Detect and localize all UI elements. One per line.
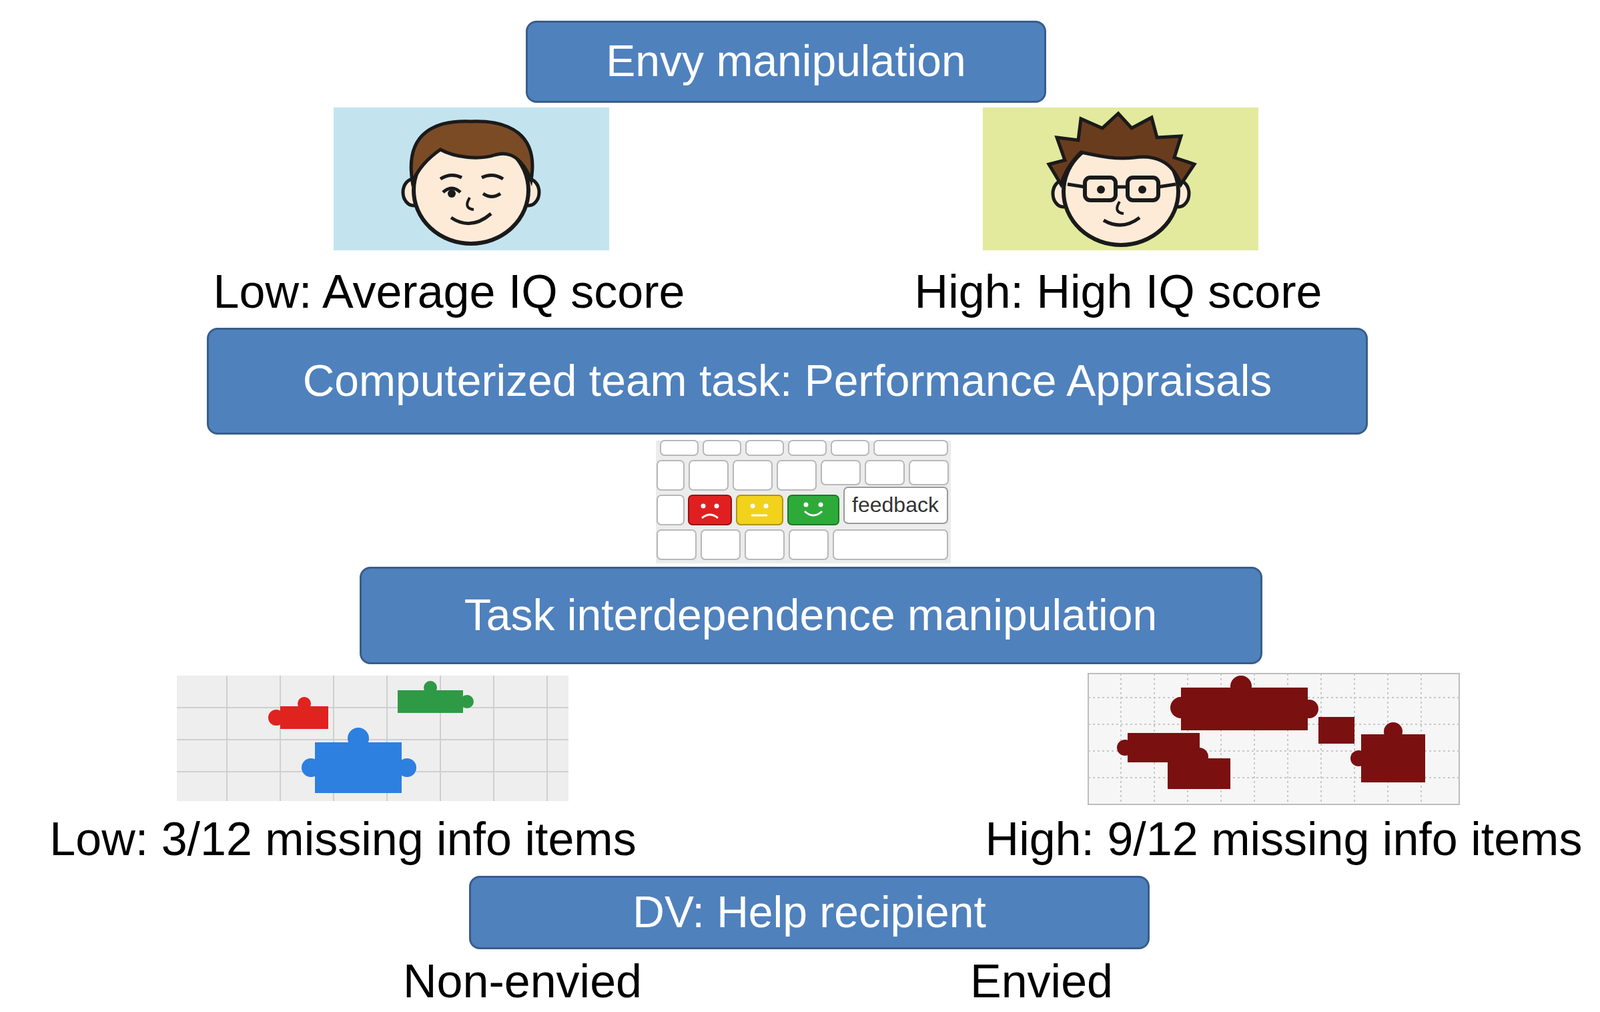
high-iq-person-face bbox=[982, 107, 1259, 251]
high-iq-person-face-part bbox=[1115, 185, 1128, 189]
box-title: DV: Help recipient bbox=[632, 886, 986, 938]
feedback-keyboard-part bbox=[736, 495, 783, 525]
feedback-keyboard-part bbox=[844, 487, 948, 524]
low-interdependence-puzzle-part bbox=[314, 741, 402, 793]
low-interdependence-puzzle-part bbox=[347, 727, 369, 749]
low-interdependence-puzzle bbox=[176, 675, 569, 801]
manipulation-box: Envy manipulation bbox=[525, 20, 1047, 103]
average-person-face-part bbox=[333, 107, 610, 251]
condition-label: Low: 3/12 missing info items bbox=[49, 813, 636, 865]
box-title: Task interdependence manipulation bbox=[464, 589, 1157, 641]
feedback-keyboard-part bbox=[787, 495, 839, 525]
feedback-keyboard-part bbox=[745, 529, 784, 560]
low-interdependence-puzzle-part bbox=[397, 757, 417, 777]
high-interdependence-puzzle bbox=[1088, 673, 1460, 805]
high-iq-person-face-part bbox=[1096, 185, 1105, 194]
feedback-keyboard-part bbox=[818, 502, 824, 508]
feedback-keyboard-part bbox=[657, 495, 684, 525]
high-interdependence-puzzle-part bbox=[1383, 721, 1403, 741]
high-iq-person-face-part bbox=[1116, 201, 1124, 214]
low-interdependence-puzzle-part bbox=[176, 675, 569, 801]
feedback-keyboard-part bbox=[833, 529, 948, 560]
feedback-keyboard-part bbox=[874, 440, 948, 456]
low-interdependence-puzzle-part bbox=[297, 696, 311, 710]
outcome-label: Non-envied bbox=[403, 955, 642, 1007]
high-iq-person-face-part bbox=[1048, 113, 1195, 185]
high-iq-person-face-part bbox=[1158, 184, 1176, 187]
feedback-keyboard-part bbox=[831, 440, 869, 456]
feedback-keyboard-part bbox=[688, 495, 732, 525]
task-box: Computerized team task: Performance Appr… bbox=[206, 327, 1368, 435]
condition-label: High: High IQ score bbox=[914, 266, 1323, 318]
feedback-keyboard-part bbox=[657, 460, 684, 490]
average-person-face bbox=[333, 107, 610, 251]
feedback-keyboard-part bbox=[701, 503, 706, 509]
high-interdependence-puzzle-part bbox=[1318, 716, 1355, 744]
box-title: Computerized team task: Performance Appr… bbox=[302, 355, 1273, 407]
box-title: Envy manipulation bbox=[605, 36, 966, 87]
average-person-face-part bbox=[451, 213, 492, 224]
high-iq-person-face-part bbox=[1103, 217, 1140, 225]
average-person-face-part bbox=[481, 174, 504, 179]
low-interdependence-puzzle-part bbox=[423, 680, 438, 694]
high-interdependence-puzzle-part bbox=[1350, 749, 1367, 766]
high-interdependence-puzzle-part bbox=[1116, 739, 1133, 756]
feedback-keyboard-part bbox=[909, 460, 949, 485]
high-iq-person-face-part bbox=[1067, 184, 1085, 187]
feedback-keyboard-part bbox=[701, 529, 740, 560]
low-interdependence-puzzle-part bbox=[460, 694, 474, 708]
high-iq-person-face-part bbox=[1084, 177, 1116, 201]
high-iq-person-face-part bbox=[1127, 177, 1159, 201]
low-interdependence-puzzle-part bbox=[301, 757, 321, 777]
feedback-keyboard-part bbox=[804, 502, 809, 508]
average-person-face-part bbox=[447, 189, 456, 198]
feedback-keyboard-part bbox=[657, 529, 696, 560]
feedback-keyboard-part bbox=[751, 514, 768, 517]
feedback-keyboard-part bbox=[789, 529, 829, 560]
feedback-keyboard-part bbox=[701, 514, 718, 518]
high-interdependence-puzzle-part bbox=[1170, 696, 1192, 718]
outcome-label: Envied bbox=[970, 955, 1113, 1007]
feedback-keyboard-part bbox=[689, 460, 728, 490]
condition-label: Low: Average IQ score bbox=[213, 266, 686, 318]
feedback-keyboard-part bbox=[763, 503, 769, 509]
high-iq-person-face-part bbox=[982, 107, 1259, 251]
average-person-face-part bbox=[411, 121, 533, 182]
manipulation-box: Task interdependence manipulation bbox=[359, 566, 1263, 664]
average-person-face-part bbox=[483, 193, 501, 197]
average-person-face-part bbox=[467, 197, 474, 210]
feedback-keyboard-part bbox=[733, 460, 772, 490]
high-interdependence-puzzle-part bbox=[1299, 699, 1319, 718]
high-interdependence-puzzle-part bbox=[1088, 673, 1460, 805]
low-interdependence-puzzle-part bbox=[176, 675, 569, 801]
feedback-keyboard-part bbox=[777, 460, 817, 490]
high-interdependence-puzzle-part bbox=[1230, 675, 1252, 697]
high-interdependence-puzzle-part bbox=[1189, 747, 1209, 766]
low-interdependence-puzzle-part bbox=[268, 709, 285, 726]
feedback-keyboard-part bbox=[703, 440, 741, 456]
feedback-keyboard-part bbox=[804, 511, 823, 516]
feedback-keyboard-part bbox=[655, 440, 951, 564]
condition-label: High: 9/12 missing info items bbox=[985, 813, 1583, 865]
high-interdependence-puzzle-part bbox=[1127, 732, 1200, 762]
feedback-keyboard bbox=[655, 440, 951, 564]
high-interdependence-puzzle-part bbox=[1361, 733, 1426, 782]
high-iq-person-face-part bbox=[1138, 185, 1147, 194]
feedback-keyboard-part bbox=[745, 440, 784, 456]
high-interdependence-puzzle-part bbox=[1088, 673, 1460, 805]
key-label: feedback bbox=[852, 493, 939, 517]
feedback-keyboard-part bbox=[660, 440, 698, 456]
feedback-keyboard-part bbox=[750, 503, 756, 509]
feedback-keyboard-part bbox=[865, 460, 905, 485]
dependent-variable-box: DV: Help recipient bbox=[469, 875, 1150, 949]
feedback-keyboard-part bbox=[821, 460, 861, 485]
average-person-face-part bbox=[440, 174, 462, 179]
feedback-keyboard-part bbox=[714, 503, 720, 509]
feedback-keyboard-part bbox=[788, 440, 827, 456]
